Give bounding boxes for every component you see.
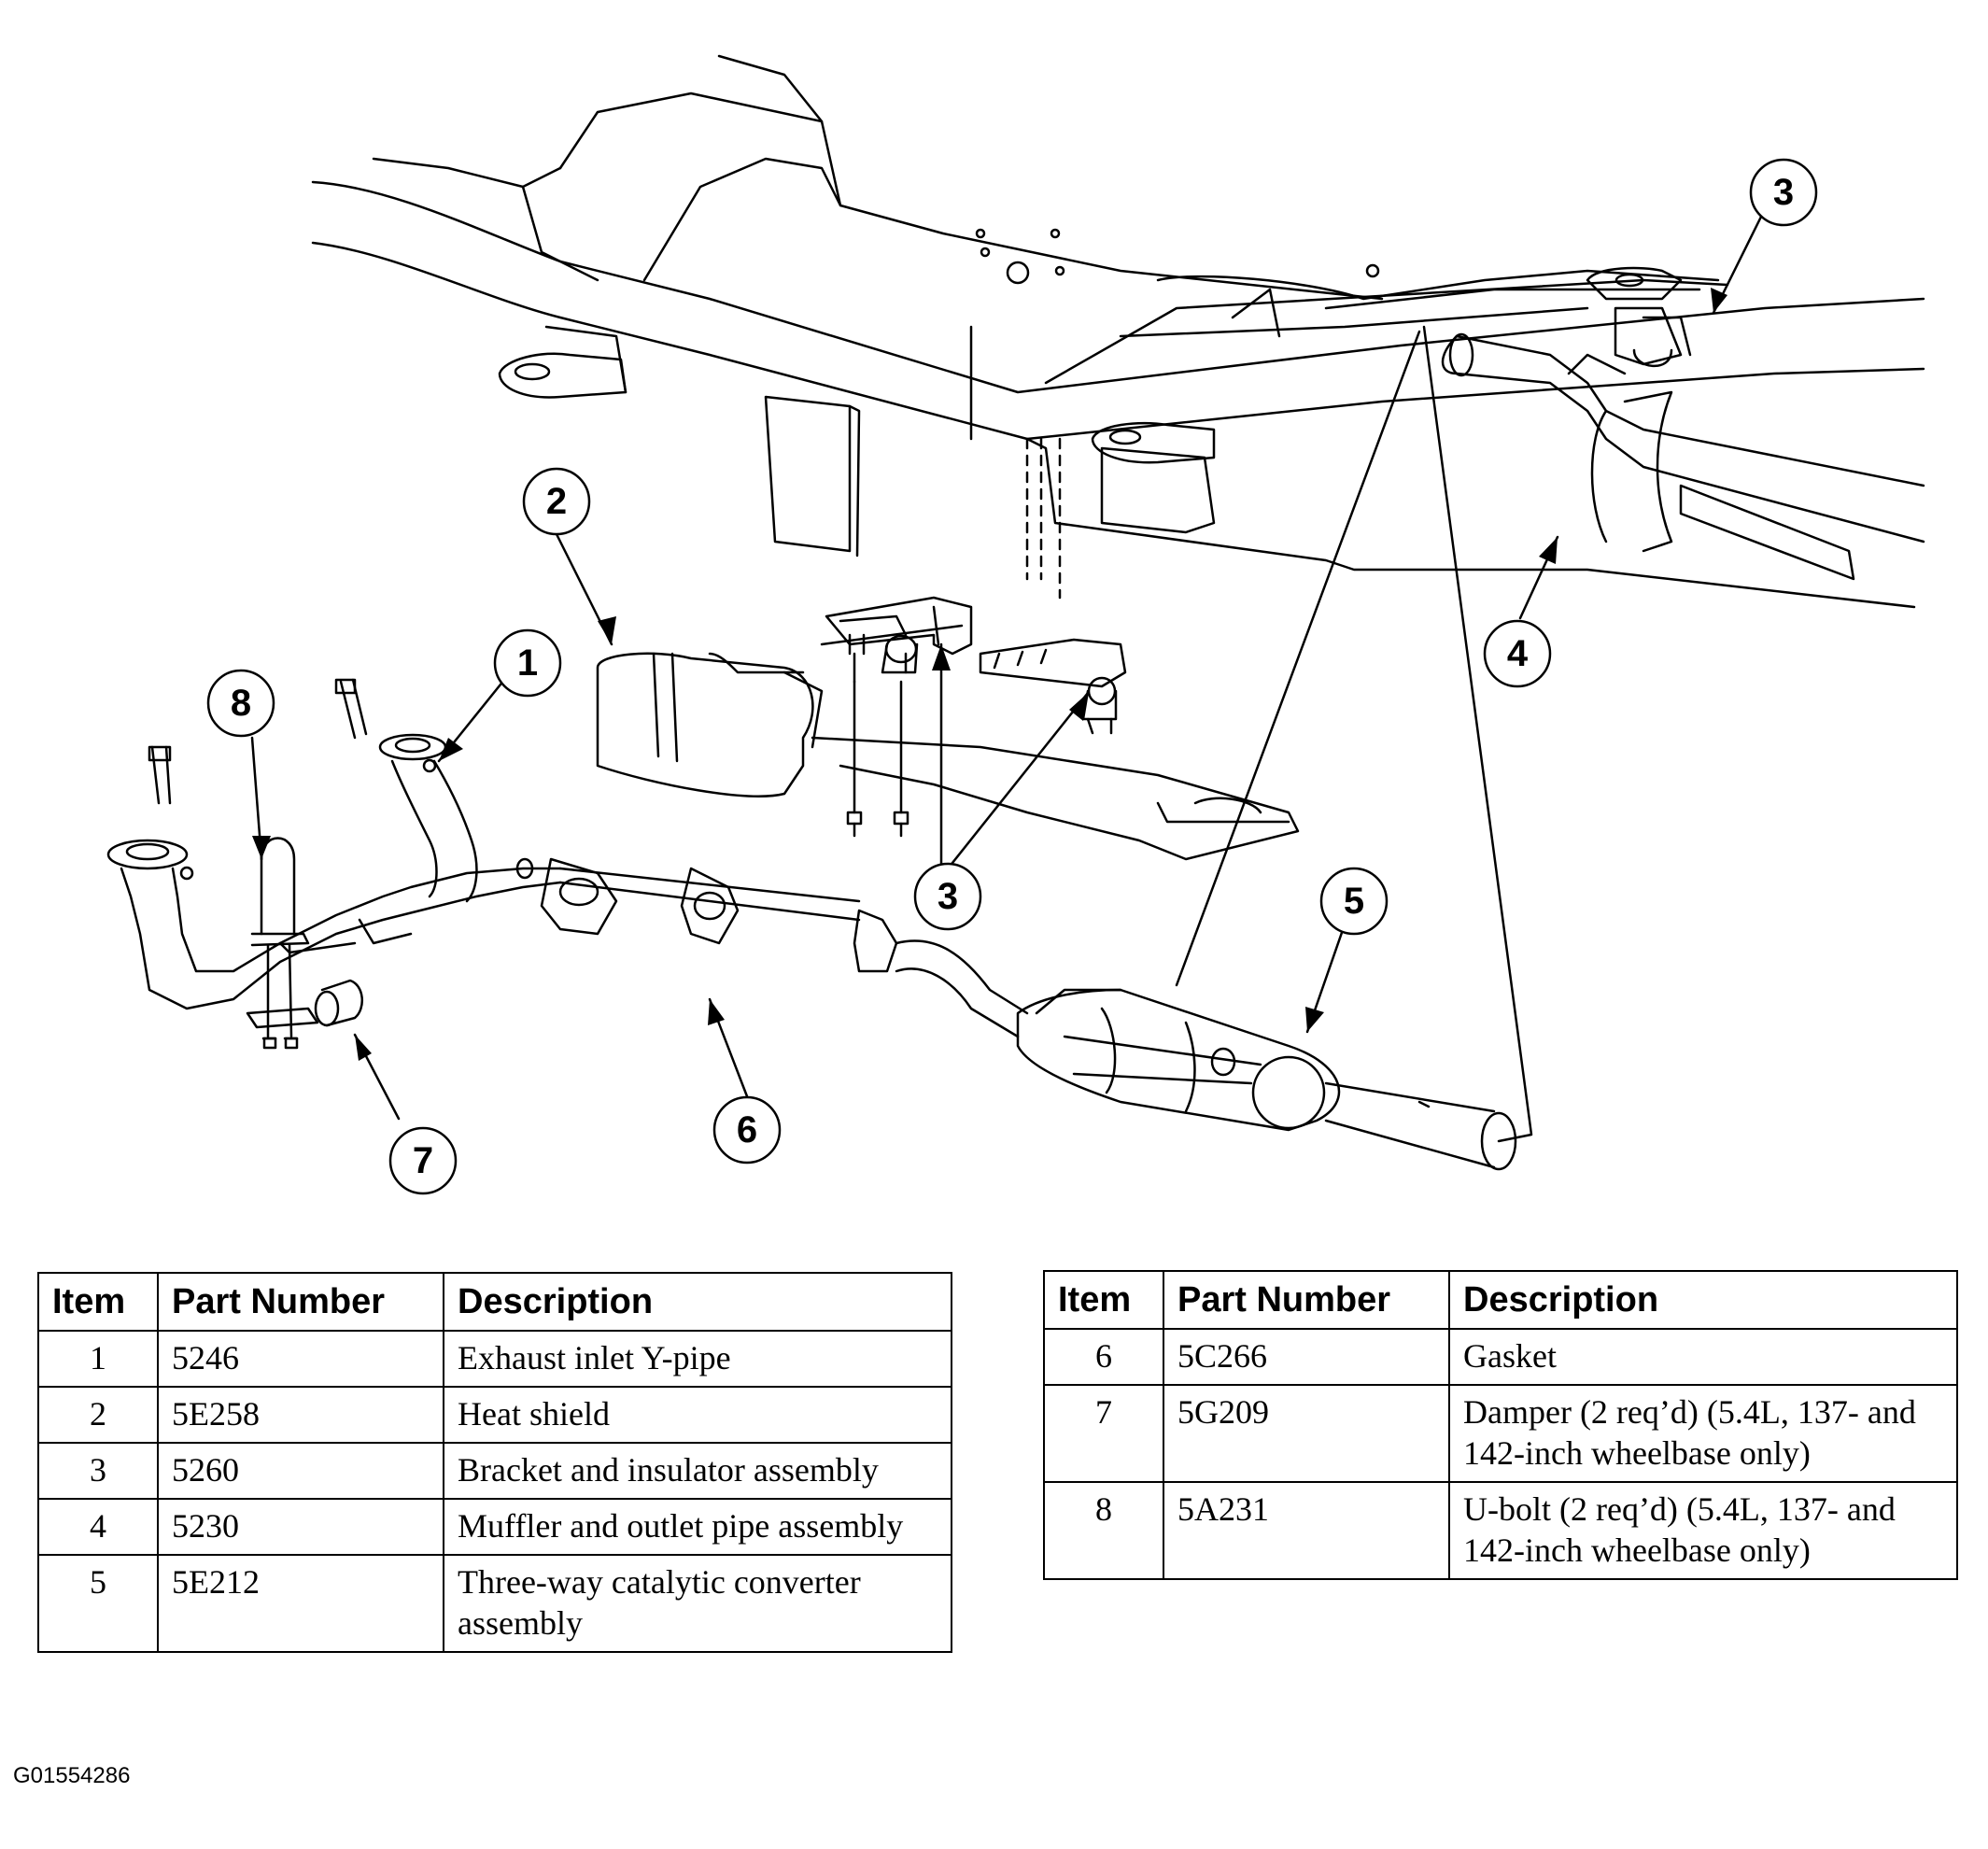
item-cell: 2 xyxy=(37,1386,159,1444)
table-row: 7 5G209 Damper (2 req’d) (5.4L, 137- and… xyxy=(1043,1384,1958,1483)
callout-3-center xyxy=(913,862,982,931)
figure-id: G01554286 xyxy=(13,1763,131,1788)
header-description: Description xyxy=(443,1272,952,1332)
callout-8-label: 8 xyxy=(231,683,251,724)
description-cell: Muffler and outlet pipe assembly xyxy=(443,1498,952,1556)
header-part-number: Part Number xyxy=(157,1272,444,1332)
table-row: 4 5230 Muffler and outlet pipe assembly xyxy=(37,1498,952,1556)
callout-4-label: 4 xyxy=(1507,633,1529,674)
parts-table-left: Item Part Number Description 1 5246 Exha… xyxy=(37,1272,952,1653)
callout-2-label: 2 xyxy=(546,481,567,522)
part-number-cell: 5C266 xyxy=(1163,1328,1450,1386)
exhaust-y-pipe xyxy=(106,678,562,1029)
callout-3-rear xyxy=(1749,158,1818,227)
item-cell: 7 xyxy=(1043,1384,1164,1483)
description-cell: Three-way catalytic converter assembly xyxy=(443,1554,952,1653)
header-item: Item xyxy=(37,1272,159,1332)
item-cell: 1 xyxy=(37,1330,159,1388)
callout-6-label: 6 xyxy=(737,1109,757,1150)
bracket-insulator-front xyxy=(820,596,973,684)
parts-table-right: Item Part Number Description 6 5C266 Gas… xyxy=(1043,1270,1958,1580)
description-cell: U-bolt (2 req’d) (5.4L, 137- and 142-inc… xyxy=(1448,1481,1958,1580)
intermediate-pipe xyxy=(515,857,1029,1038)
leader-arrowheads xyxy=(252,288,1727,1061)
callout-4 xyxy=(1483,619,1552,688)
description-cell: Exhaust inlet Y-pipe xyxy=(443,1330,952,1388)
part-number-cell: 5A231 xyxy=(1163,1481,1450,1580)
callout-5-label: 5 xyxy=(1344,881,1364,922)
item-cell: 6 xyxy=(1043,1328,1164,1386)
bracket-nuts xyxy=(846,680,909,838)
table-header-row: Item Part Number Description xyxy=(1043,1270,1958,1330)
callout-1 xyxy=(493,628,562,698)
part-number-cell: 5230 xyxy=(157,1498,444,1556)
part-number-cell: 5260 xyxy=(157,1442,444,1500)
part-number-cell: 5E258 xyxy=(157,1386,444,1444)
bracket-insulator-rear xyxy=(979,638,1127,735)
header-description: Description xyxy=(1448,1270,1958,1330)
part-number-cell: 5246 xyxy=(157,1330,444,1388)
muffler-outlet xyxy=(1441,332,1925,581)
item-cell: 5 xyxy=(37,1554,159,1653)
exhaust-system-diagram: 1 2 3 3 4 5 6 7 8 3 xyxy=(106,54,1925,1195)
description-cell: Heat shield xyxy=(443,1386,952,1444)
callout-7 xyxy=(388,1126,458,1195)
callout-3-center-label: 3 xyxy=(938,876,958,917)
table-row: 3 5260 Bracket and insulator assembly xyxy=(37,1442,952,1500)
vehicle-frame xyxy=(311,54,1925,609)
description-cell: Gasket xyxy=(1448,1328,1958,1386)
header-item: Item xyxy=(1043,1270,1164,1330)
callout-6 xyxy=(712,1095,782,1164)
item-cell: 8 xyxy=(1043,1481,1164,1580)
item-cell: 4 xyxy=(37,1498,159,1556)
description-cell: Bracket and insulator assembly xyxy=(443,1442,952,1500)
table-header-row: Item Part Number Description xyxy=(37,1272,952,1332)
leader-lines xyxy=(250,211,1765,1143)
callout-8 xyxy=(206,669,275,738)
callout-2 xyxy=(522,467,591,536)
assembly-guide-lines xyxy=(1025,437,1062,600)
u-bolt xyxy=(250,837,310,1050)
catalytic-converter xyxy=(1016,988,1517,1171)
description-cell: Damper (2 req’d) (5.4L, 137- and 142-inc… xyxy=(1448,1384,1958,1483)
table-row: 8 5A231 U-bolt (2 req’d) (5.4L, 137- and… xyxy=(1043,1481,1958,1580)
table-row: 1 5246 Exhaust inlet Y-pipe xyxy=(37,1330,952,1388)
callout-3-rear-label: 3 xyxy=(1773,172,1794,213)
part-number-cell: 5E212 xyxy=(157,1554,444,1653)
part-number-cell: 5G209 xyxy=(1163,1384,1450,1483)
callout-5 xyxy=(1319,867,1389,936)
damper xyxy=(314,979,363,1027)
heat-shield xyxy=(596,652,824,797)
callout-1-label: 1 xyxy=(517,642,538,684)
crossmember xyxy=(811,736,1300,861)
table-row: 6 5C266 Gasket xyxy=(1043,1328,1958,1386)
table-row: 5 5E212 Three-way catalytic converter as… xyxy=(37,1554,952,1653)
callout-7-label: 7 xyxy=(413,1140,433,1181)
header-part-number: Part Number xyxy=(1163,1270,1450,1330)
table-row: 2 5E258 Heat shield xyxy=(37,1386,952,1444)
item-cell: 3 xyxy=(37,1442,159,1500)
